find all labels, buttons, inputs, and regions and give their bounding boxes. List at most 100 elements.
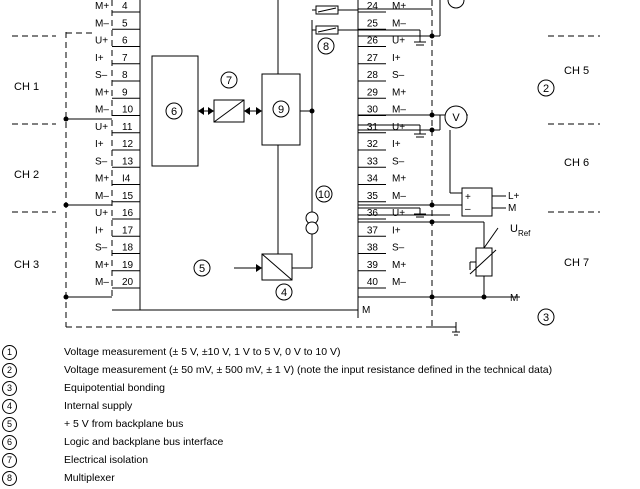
terminal-signal-label: S– <box>95 70 108 81</box>
terminal-signal-label: M+ <box>95 260 109 271</box>
svg-text:URef: URef <box>510 223 531 238</box>
terminal-signal-label: M+ <box>392 1 406 12</box>
terminal-signal-label: M+ <box>392 174 406 185</box>
resistor-icon <box>475 247 493 277</box>
terminal-signal-label: M– <box>95 105 109 116</box>
legend-number: 3 <box>2 381 17 396</box>
legend-number: 6 <box>2 435 17 450</box>
channel-label-ch2: CH 2 <box>14 169 39 181</box>
terminal-number: 32 <box>367 139 379 150</box>
terminal-signal-label: I+ <box>95 139 104 150</box>
terminal-number: 9 <box>122 87 128 98</box>
legend-item: 2 Voltage measurement (± 50 mV, ± 500 mV… <box>0 363 640 381</box>
marker-3: 3 <box>543 312 549 324</box>
legend-item: 3 Equipotential bonding <box>0 381 640 399</box>
transducer-lplus: L+ <box>508 191 520 202</box>
legend-text: Logic and backplane bus interface <box>64 436 224 448</box>
terminal-signal-label: I+ <box>392 53 401 64</box>
legend-text: Electrical isolation <box>64 454 149 466</box>
svg-text:–: – <box>465 204 471 215</box>
legend-number: 7 <box>2 453 17 468</box>
terminal-number: 34 <box>367 174 379 185</box>
terminal-number: I4 <box>122 174 131 185</box>
terminal-signal-label: S– <box>392 70 405 81</box>
terminal-number: 26 <box>367 36 379 47</box>
terminal-signal-label: M– <box>95 18 109 29</box>
ground-m-label: M <box>510 293 518 304</box>
terminal-signal-label: M– <box>95 191 109 202</box>
terminal-signal-label: M+ <box>392 87 406 98</box>
legend-number: 5 <box>2 417 17 432</box>
terminal-number: 20 <box>122 277 134 288</box>
terminal-number: 33 <box>367 156 379 167</box>
legend-item: 4 Internal supply <box>0 399 640 417</box>
terminal-number: 4 <box>122 1 128 12</box>
marker-2: 2 <box>543 83 549 95</box>
terminal-signal-label: U+ <box>392 122 405 133</box>
terminal-number: 25 <box>367 18 379 29</box>
terminal-number: 18 <box>122 243 134 254</box>
marker-6: 6 <box>171 106 177 118</box>
terminal-signal-label: U+ <box>392 36 405 47</box>
terminal-number: 30 <box>367 105 379 116</box>
uref-sub: Ref <box>518 229 531 238</box>
terminal-number: 17 <box>122 225 134 236</box>
terminal-number: 16 <box>122 208 134 219</box>
legend-item: 5 + 5 V from backplane bus <box>0 417 640 435</box>
marker-10: 10 <box>318 189 330 201</box>
legend-item: 1 Voltage measurement (± 5 V, ±10 V, 1 V… <box>0 345 640 363</box>
junction-dots <box>63 33 487 300</box>
terminal-number: 6 <box>122 36 128 47</box>
terminal-number: 7 <box>122 53 128 64</box>
legend-text: Internal supply <box>64 400 133 412</box>
terminal-signal-label: I+ <box>392 139 401 150</box>
terminal-number: 35 <box>367 191 379 202</box>
terminal-signal-label: M+ <box>392 260 406 271</box>
voltmeter-icon <box>444 105 468 129</box>
terminal-signal-label: S– <box>95 156 108 167</box>
terminal-signal-label: M– <box>392 18 406 29</box>
terminal-signal-label: M– <box>392 191 406 202</box>
terminal-number: 11 <box>122 122 133 133</box>
terminal-signal-label: M– <box>392 277 406 288</box>
terminal-number: 40 <box>367 277 379 288</box>
terminal-number: 10 <box>122 105 134 116</box>
legend-text: Equipotential bonding <box>64 382 166 394</box>
terminal-number: 39 <box>367 260 379 271</box>
terminal-number: 27 <box>367 53 379 64</box>
terminal-signal-label: S– <box>95 243 108 254</box>
channel-label-ch5: CH 5 <box>564 65 589 77</box>
terminal-number: 19 <box>122 260 134 271</box>
legend-number: 8 <box>2 471 17 486</box>
legend-item: 6 Logic and backplane bus interface <box>0 435 640 453</box>
meter-1-icon <box>447 0 465 9</box>
channel-label-ch6: CH 6 <box>564 157 589 169</box>
terminal-number: 37 <box>367 225 379 236</box>
terminal-number: 36 <box>367 208 379 219</box>
terminal-signal-label: U+ <box>95 36 108 47</box>
terminal-signal-label: S– <box>392 156 405 167</box>
marker-4: 4 <box>281 287 287 299</box>
legend-item: 8 Multiplexer <box>0 471 640 489</box>
legend-text: Voltage measurement (± 50 mV, ± 500 mV, … <box>64 364 553 376</box>
terminal-signal-label: U+ <box>392 208 405 219</box>
terminal-signal-label: I+ <box>95 225 104 236</box>
channel-label-ch3: CH 3 <box>14 259 39 271</box>
legend-text: Multiplexer <box>64 472 115 484</box>
terminal-number: 38 <box>367 243 379 254</box>
right-bottom-m-label: M <box>362 305 370 316</box>
terminal-number: 13 <box>122 156 134 167</box>
svg-text:+: + <box>465 192 471 203</box>
voltmeter-label: V <box>452 112 460 124</box>
terminal-signal-label: U+ <box>95 208 108 219</box>
terminal-number: 24 <box>367 1 379 12</box>
terminal-signal-label: S– <box>392 243 405 254</box>
legend-text: Voltage measurement (± 5 V, ±10 V, 1 V t… <box>64 346 341 358</box>
terminal-signal-label: M+ <box>95 174 109 185</box>
terminal-number: 8 <box>122 70 128 81</box>
marker-8: 8 <box>323 41 329 53</box>
channel-label-ch1: CH 1 <box>14 81 39 93</box>
legend-number: 4 <box>2 399 17 414</box>
terminal-number: 29 <box>367 87 379 98</box>
